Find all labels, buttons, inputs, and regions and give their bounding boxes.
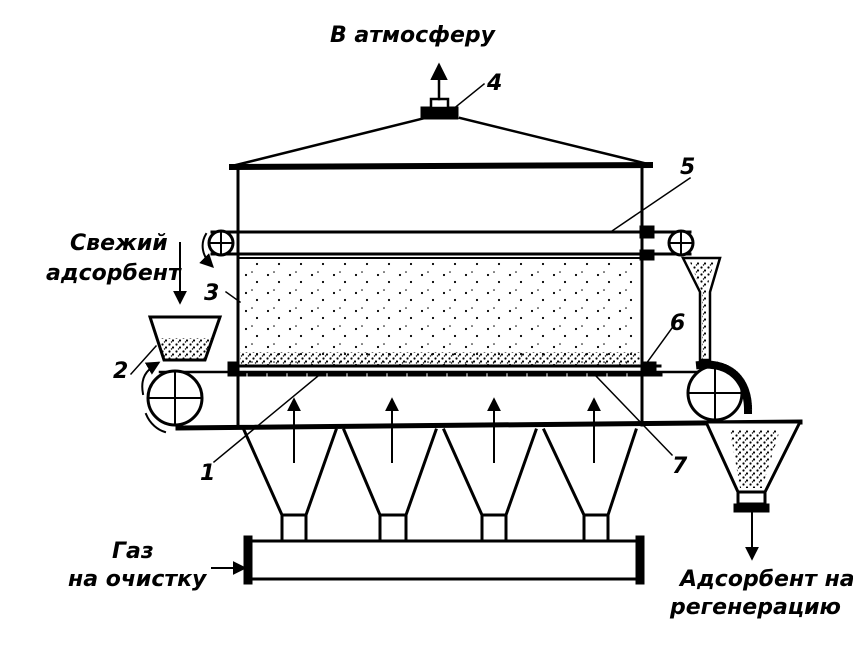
label-regeneration-2: регенерацию <box>670 595 841 620</box>
upper-right-pulley <box>667 229 695 257</box>
label-atmosphere: В атмосферу <box>330 23 495 48</box>
feed-hopper <box>129 242 223 376</box>
leader-lines <box>212 290 674 464</box>
callout-1: 1 <box>200 461 216 486</box>
label-gas-2: на очистку <box>68 567 207 592</box>
callout-3: 3 <box>204 281 220 306</box>
gas-inlet-funnels <box>242 428 638 543</box>
callout-6: 6 <box>670 311 686 336</box>
collector-pipe <box>211 535 645 585</box>
lower-conveyor <box>158 370 803 431</box>
callout-7: 7 <box>672 454 688 479</box>
label-gas-1: Газ <box>112 539 154 564</box>
lower-left-pulley <box>141 361 204 434</box>
discharge-hopper <box>703 420 803 561</box>
callout-5: 5 <box>680 155 696 180</box>
gas-flow-arrows <box>287 397 601 463</box>
callout-2: 2 <box>113 359 129 384</box>
roof <box>228 116 654 171</box>
exhaust-nozzle <box>420 62 486 120</box>
upper-left-pulley <box>199 229 235 268</box>
callout-4: 4 <box>487 71 503 96</box>
adsorbent-bed <box>239 257 641 366</box>
label-regeneration-1: Адсорбент на <box>680 567 853 592</box>
upper-conveyor <box>210 176 692 261</box>
label-fresh-adsorbent-2: адсорбент <box>46 261 181 286</box>
label-fresh-adsorbent-1: Свежий <box>70 231 168 256</box>
transfer-chute <box>680 256 753 415</box>
